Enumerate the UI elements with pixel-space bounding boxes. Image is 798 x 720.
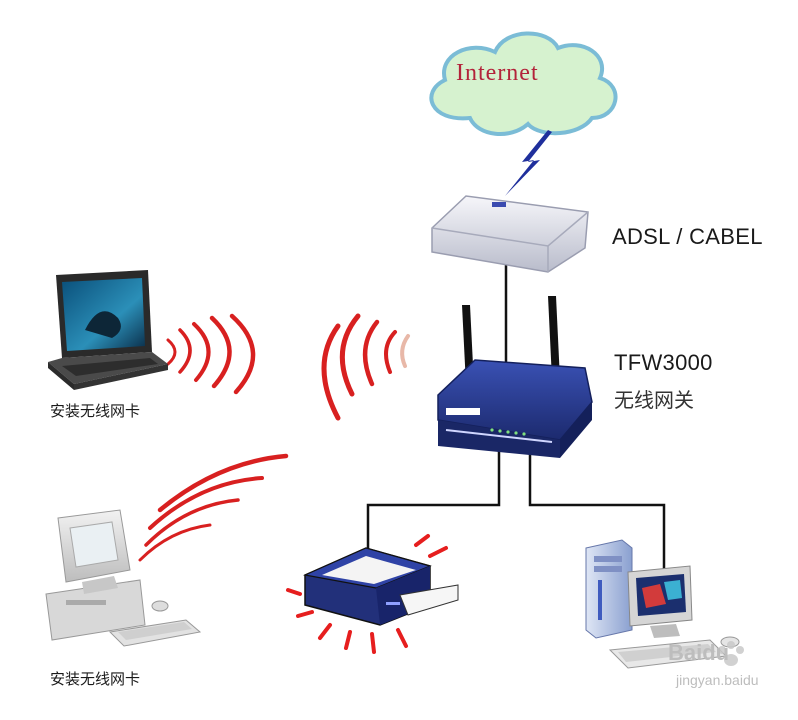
desktop-label: 安装无线网卡: [50, 670, 141, 688]
gateway-model-label: TFW3000: [614, 350, 713, 375]
tower-pc-icon: [585, 539, 740, 669]
signal-wave-shadow: [400, 334, 410, 368]
router-icon: [437, 296, 593, 458]
lightning-icon: [505, 130, 552, 196]
watermark-brand: Baidu: [668, 640, 730, 665]
printer-icon: [286, 534, 459, 654]
desktop-pc-icon: [45, 509, 202, 647]
laptop-label: 安装无线网卡: [50, 402, 141, 420]
gateway-subtitle-label: 无线网关: [614, 388, 694, 412]
cables: [366, 262, 666, 570]
cloud-icon: [429, 31, 618, 137]
signal-wave-icon: [166, 313, 256, 395]
watermark-sub: jingyan.baidu: [676, 672, 759, 688]
modem-label: ADSL / CABEL: [612, 224, 763, 249]
cable-router-pc: [528, 448, 666, 570]
baidu-paw-icon: [718, 641, 744, 666]
laptop-icon: [48, 270, 168, 390]
cable-router-printer: [366, 448, 501, 555]
modem-icon: [431, 195, 589, 273]
cloud-label: Internet: [456, 60, 539, 86]
signal-wave-icon: [321, 313, 397, 421]
signal-wave-icon: [138, 453, 289, 562]
